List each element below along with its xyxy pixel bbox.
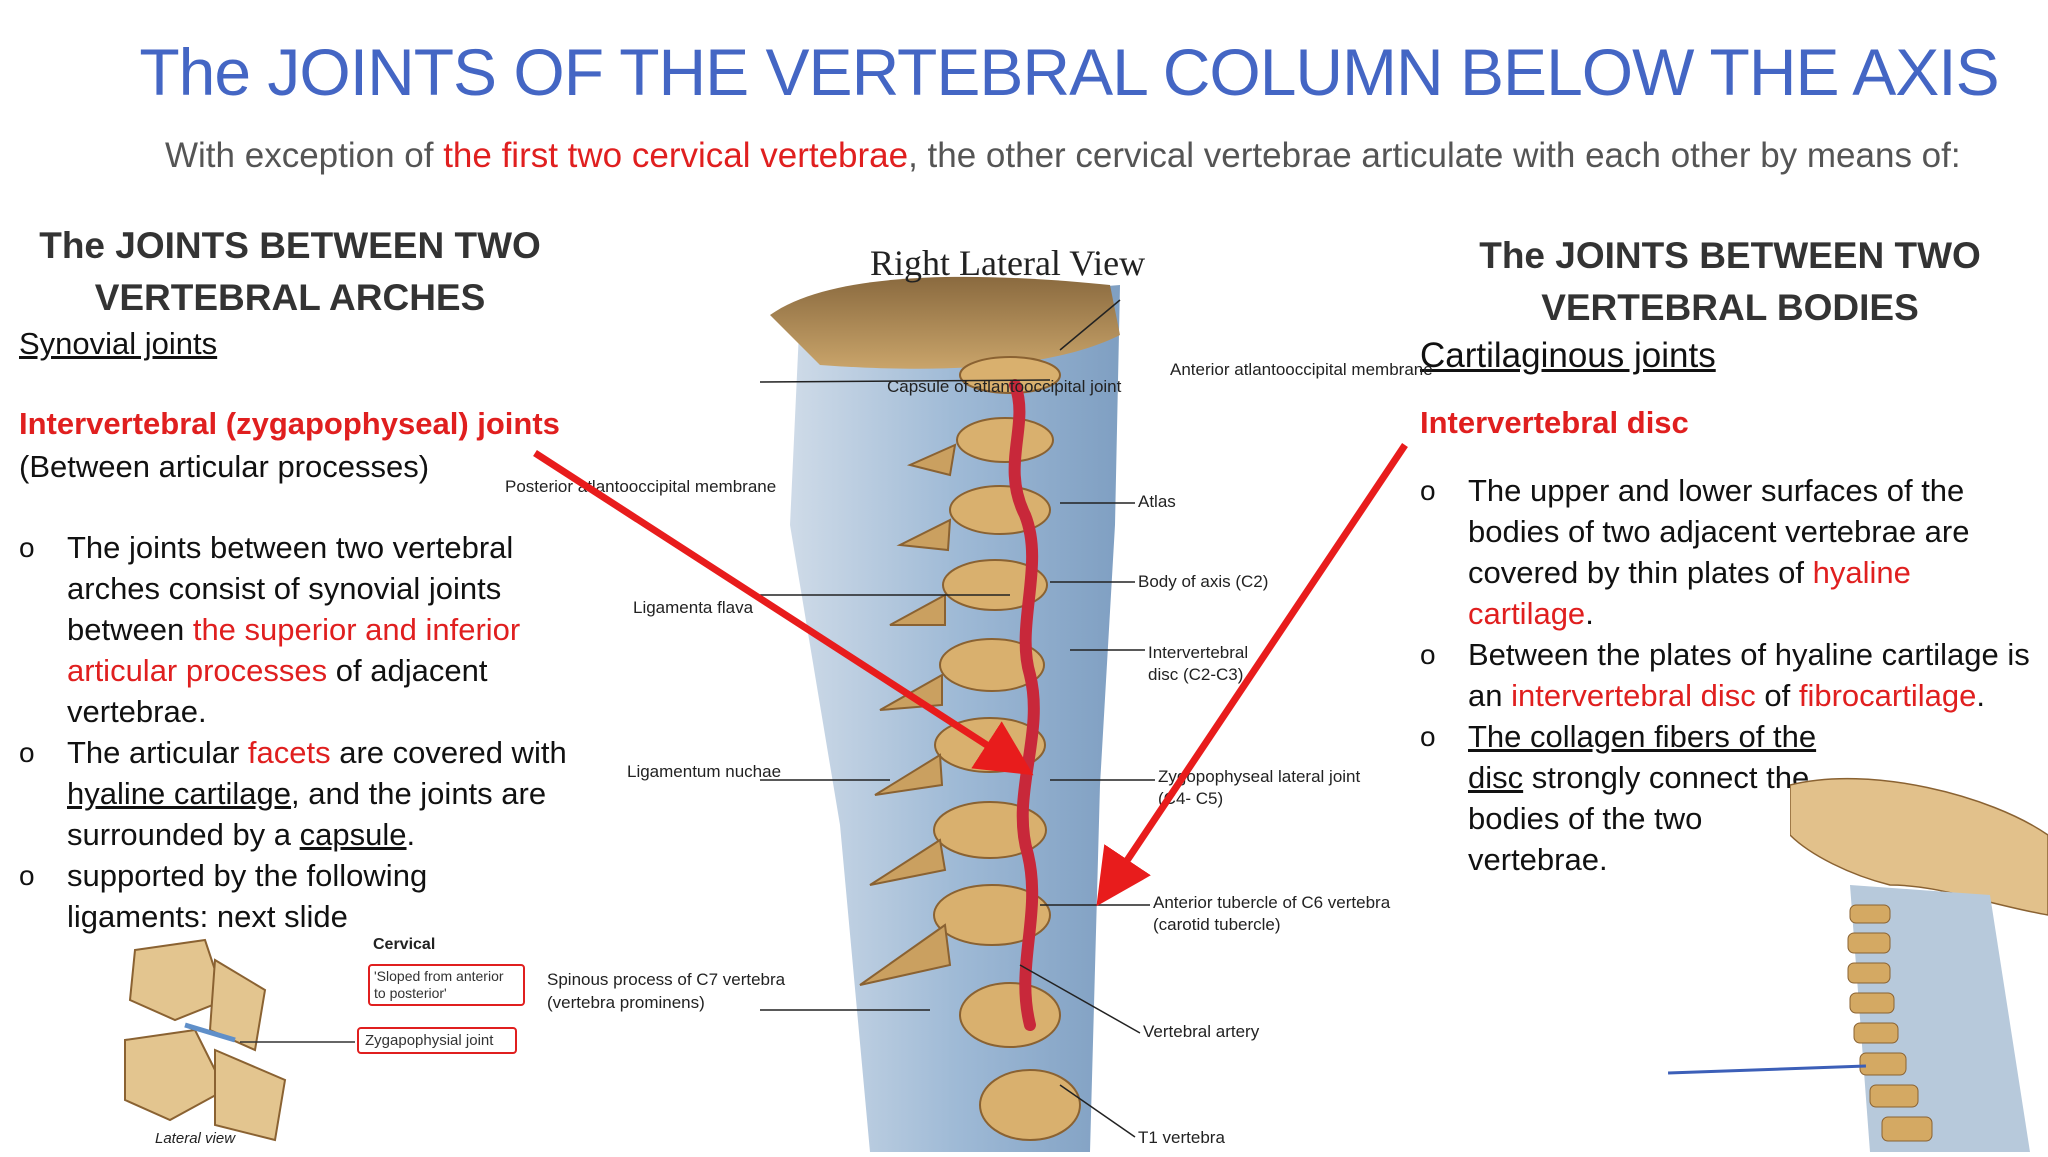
right-bullet-list: o The upper and lower surfaces of the bod… [1420, 470, 2035, 880]
right-bullet-2: o Between the plates of hyaline cartilage… [1420, 634, 2035, 716]
label-posterior-membrane: Posterior atlantooccipital membrane [505, 477, 777, 496]
text: are covered with [330, 735, 567, 770]
label-capsule: Capsule of atlantooccipital joint [887, 377, 1122, 396]
label-anterior-membrane: Anterior atlantooccipital membrane [1170, 360, 1433, 379]
lateral-view-illustration [124, 938, 355, 1142]
subtitle-text: With exception of [165, 136, 444, 175]
left-subnote: (Between articular processes) [19, 449, 430, 484]
right-heading-line2: VERTEBRAL BODIES [1541, 287, 1919, 328]
small-figure-box-2: Zygapophysial joint [357, 1027, 517, 1054]
right-heading: The JOINTS BETWEEN TWO VERTEBRAL BODIES [1440, 230, 2020, 334]
right-bullet-1: o The upper and lower surfaces of the bod… [1420, 470, 2035, 634]
small-figure-box-1: 'Sloped from anterior to posterior' [368, 964, 525, 1006]
label-anterior-tubercle-2: (carotid tubercle) [1153, 915, 1281, 934]
left-bullet-list: o The joints between two vertebral arches… [19, 527, 569, 937]
right-joint-type: Cartilaginous joints [1420, 336, 1716, 375]
bullet-symbol: o [19, 737, 35, 768]
label-t1: T1 vertebra [1138, 1128, 1225, 1147]
text: . [406, 817, 416, 852]
label-ligamenta-flava: Ligamenta flava [633, 598, 754, 617]
underlined: The collagen fibers of the disc [1468, 719, 1817, 795]
highlight: the superior and inferior articular proc… [67, 612, 521, 688]
underlined: capsule [299, 817, 407, 852]
label-anterior-tubercle-1: Anterior tubercle of C6 vertebra [1153, 893, 1391, 912]
text: of adjacent vertebrae. [67, 653, 488, 729]
small-figure-region: Cervical [373, 936, 436, 953]
subtitle: With exception of the first two cervical… [165, 136, 1961, 176]
view-title: Right Lateral View [870, 243, 1145, 283]
right-subheading: Intervertebral disc [1420, 405, 1689, 440]
text: The joints between two vertebral arches … [67, 530, 514, 647]
right-heading-line1: The JOINTS BETWEEN TWO [1479, 235, 1981, 276]
highlight: fibrocartilage [1798, 678, 1977, 713]
bullet-symbol: o [1420, 475, 1436, 506]
left-heading-line2: VERTEBRAL ARCHES [94, 277, 486, 318]
bullet-symbol: o [19, 860, 35, 891]
right-bullet-3: o The collagen fibers of the disc strongl… [1420, 716, 1828, 880]
subtitle-highlight: the first two cervical vertebrae [443, 136, 909, 175]
text: Between the plates of hyaline cartilage … [1468, 637, 2030, 713]
text: strongly connect the bodies of the two v… [1468, 760, 1810, 877]
label-spinous-1: Spinous process of C7 vertebra [547, 970, 786, 989]
arrow-to-intervertebral-disc [1096, 443, 1408, 907]
bullet-symbol: o [1420, 639, 1436, 670]
neck-lateral-figure [1789, 775, 2048, 1152]
bullet-symbol: o [1420, 721, 1436, 752]
lateral-view-figure: Cervical 'Sloped from anterior to poster… [115, 930, 525, 1152]
page-title: The JOINTS OF THE VERTEBRAL COLUMN BELOW… [139, 35, 1999, 109]
label-zygapophyseal-1: Zygopophyseal lateral joint [1158, 767, 1361, 786]
text: of [1755, 678, 1799, 713]
arrow-to-zygapophyseal-joint [533, 450, 1034, 776]
highlight: intervertebral disc [1511, 678, 1756, 713]
label-iv-disc-2: disc (C2-C3) [1148, 665, 1244, 684]
highlight: facets [247, 735, 331, 770]
text: , and the joints are surrounded by a [67, 776, 547, 852]
label-spinous-2: (vertebra prominens) [547, 993, 705, 1012]
label-ligamentum-nuchae: Ligamentum nuchae [627, 762, 782, 781]
highlight: hyaline cartilage [1468, 555, 1911, 631]
left-subheading: Intervertebral (zygapophyseal) joints [19, 406, 560, 441]
left-heading-line1: The JOINTS BETWEEN TWO [39, 225, 541, 266]
text: The upper and lower surfaces of the bodi… [1468, 473, 1970, 590]
left-bullet-2: o The articular facets are covered with h… [19, 732, 569, 855]
left-bullet-3: o supported by the following ligaments: n… [19, 855, 507, 937]
label-vertebral-artery: Vertebral artery [1143, 1022, 1260, 1041]
left-heading: The JOINTS BETWEEN TWO VERTEBRAL ARCHES [20, 220, 560, 324]
text: . [1585, 596, 1594, 631]
text: supported by the following ligaments: ne… [67, 858, 428, 934]
bullet-symbol: o [19, 532, 35, 563]
label-atlas: Atlas [1138, 492, 1176, 511]
underlined: hyaline cartilage [67, 776, 292, 811]
neck-lateral-illustration [1789, 777, 2048, 1152]
text: . [1976, 678, 1985, 713]
text: The articular [67, 735, 248, 770]
small-figure-caption: Lateral view [155, 1130, 236, 1147]
subtitle-text-end: , the other cervical vertebrae articulat… [908, 136, 1961, 175]
label-iv-disc-1: Intervertebral [1148, 643, 1249, 662]
left-bullet-1: o The joints between two vertebral arches… [19, 527, 569, 732]
left-joint-type: Synovial joints [19, 326, 218, 361]
label-body-axis: Body of axis (C2) [1138, 572, 1269, 591]
